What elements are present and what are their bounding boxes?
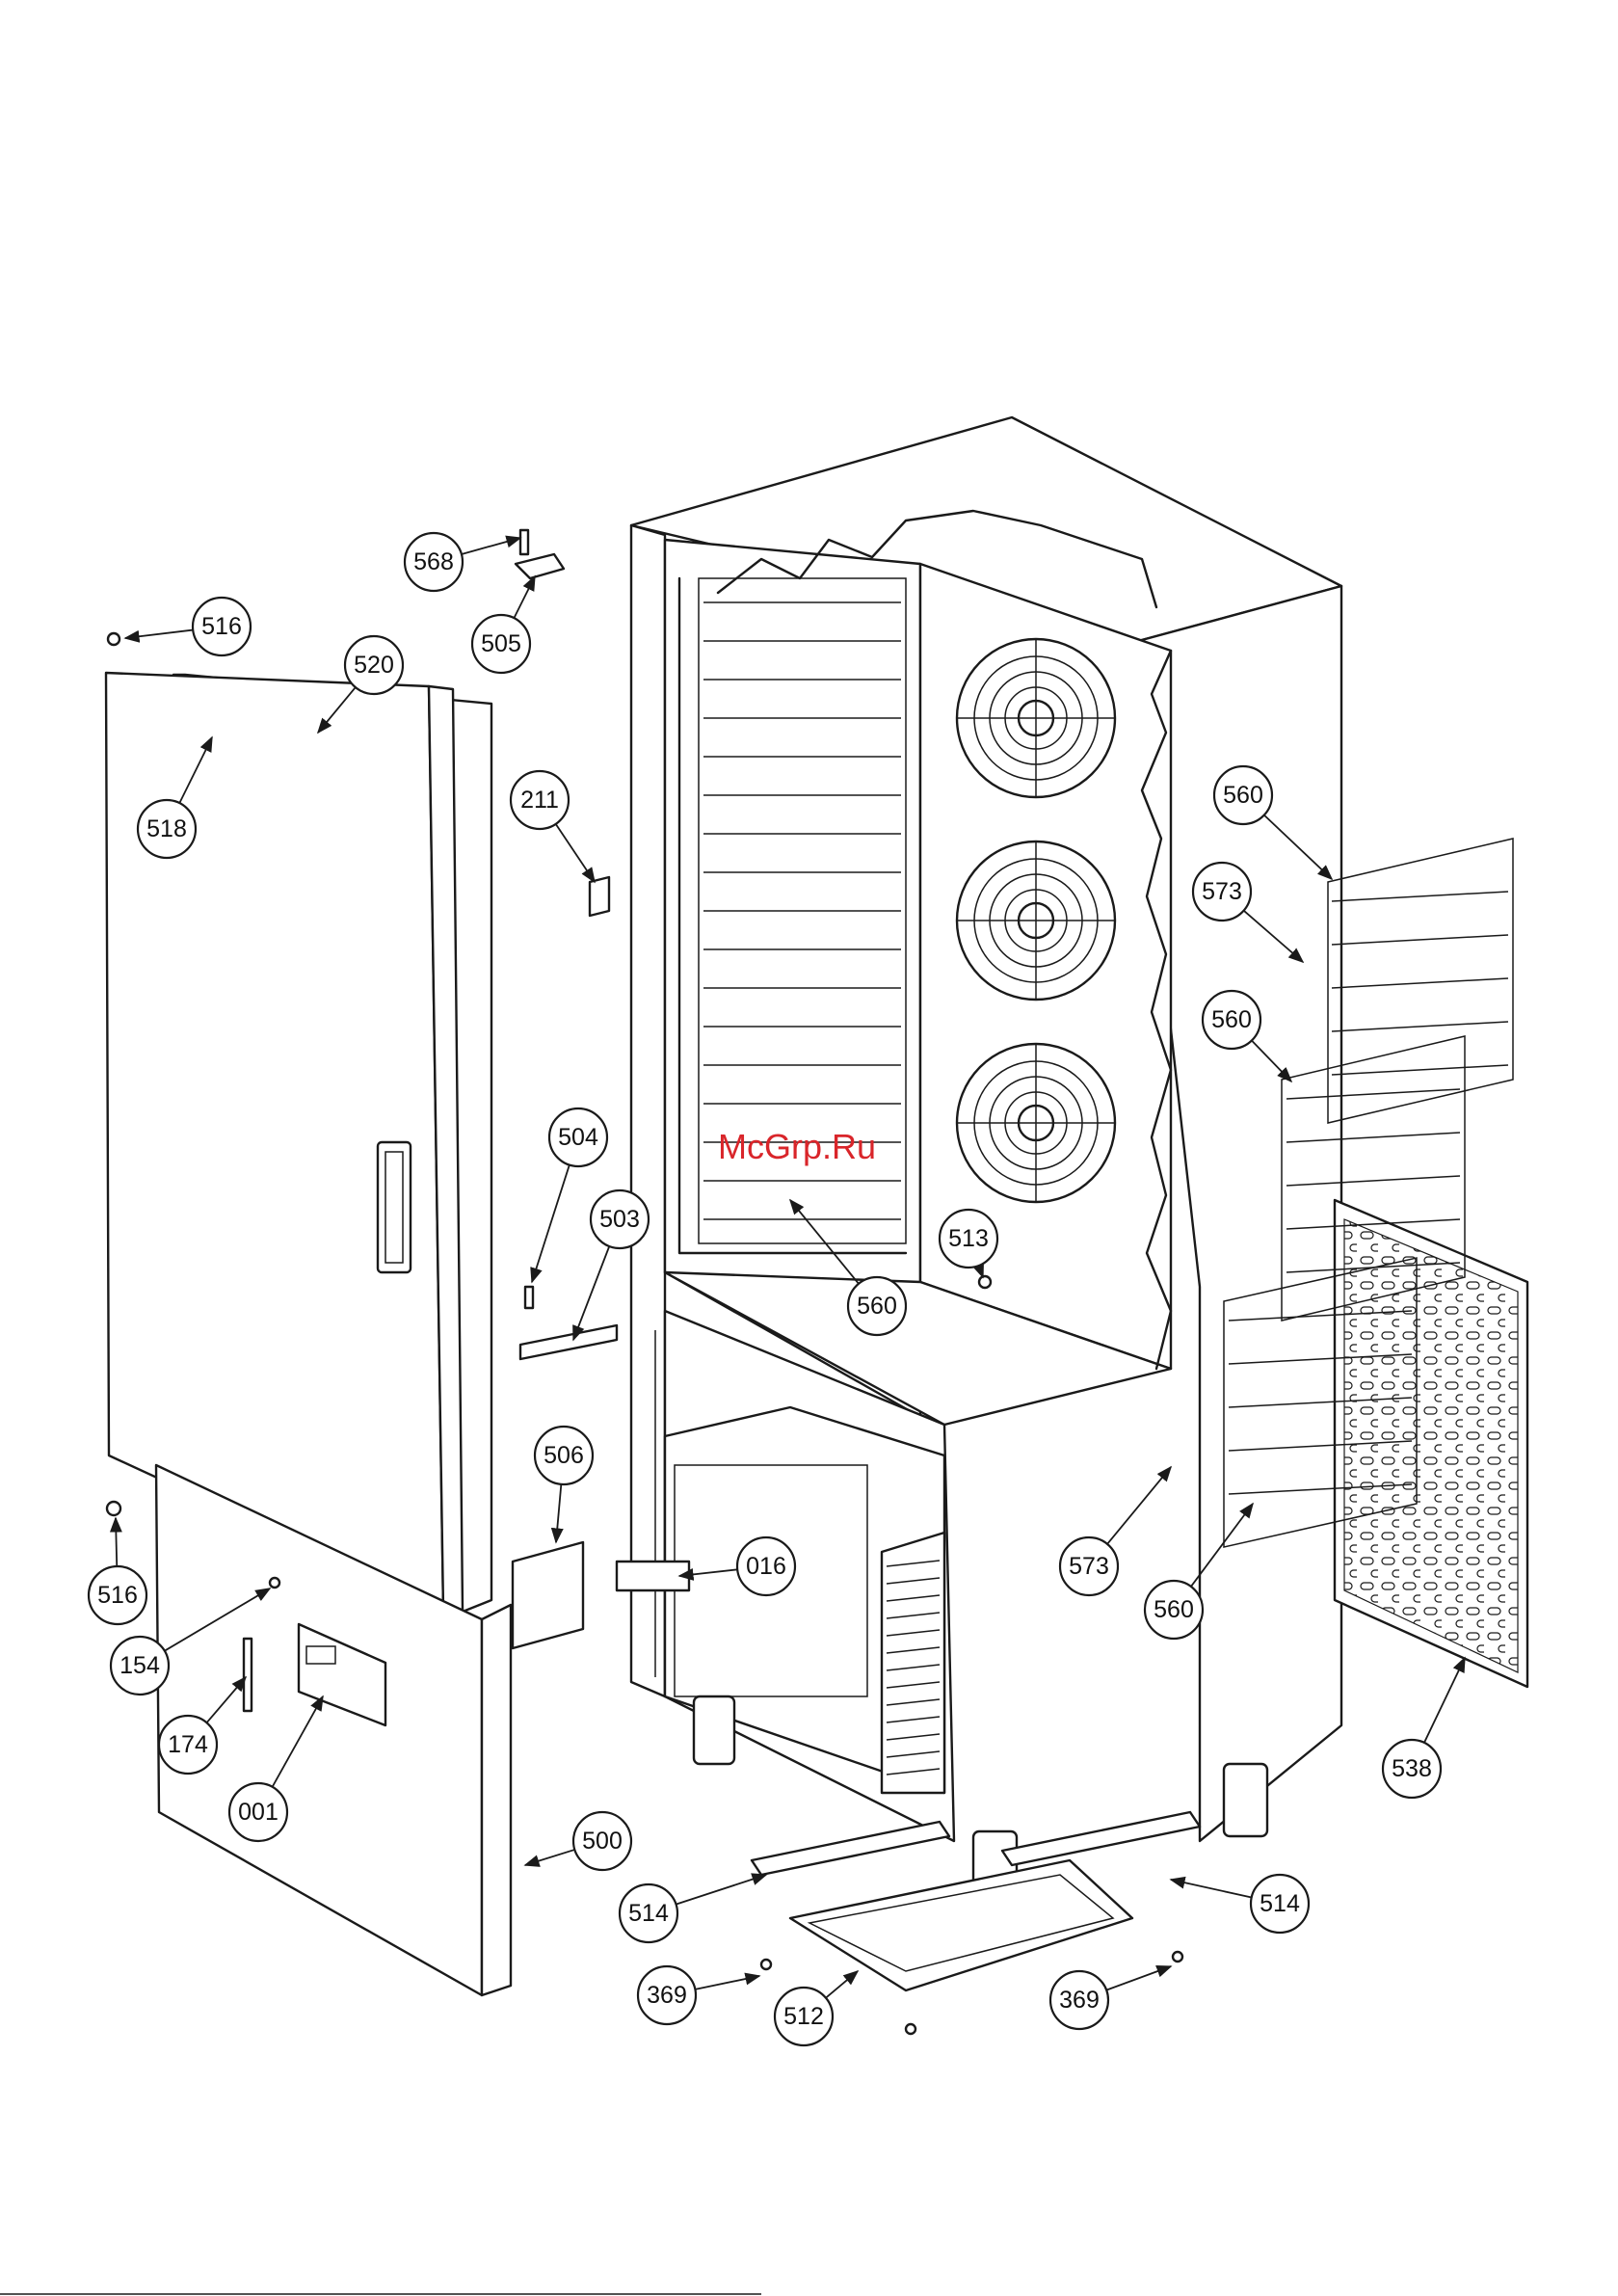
callout-number: 174: [168, 1731, 208, 1758]
screw-154: [270, 1578, 279, 1588]
callout-211: 211: [511, 771, 569, 829]
leader-line: [556, 1484, 561, 1542]
fan-icon: [957, 639, 1115, 797]
callout-number: 504: [558, 1124, 598, 1151]
callout-number: 513: [948, 1225, 989, 1252]
callout-number: 514: [1260, 1890, 1300, 1917]
plate-503: [520, 1325, 617, 1359]
callout-514: 514: [1251, 1875, 1309, 1933]
callout-number: 516: [201, 613, 242, 640]
rack-rung: [1332, 1022, 1508, 1031]
rack-rung: [1332, 935, 1508, 945]
leader-line: [125, 630, 193, 638]
callout-number: 518: [146, 815, 187, 842]
drain-513: [979, 1276, 991, 1288]
nut-516: [107, 1502, 120, 1515]
callout-573: 573: [1060, 1537, 1118, 1595]
screw: [906, 2024, 915, 2034]
callout-number: 538: [1392, 1755, 1432, 1782]
fan-icon: [957, 1044, 1115, 1202]
callout-369: 369: [638, 1966, 696, 2024]
callout-560: 560: [1214, 766, 1272, 824]
nut-516: [108, 633, 119, 645]
callout-number: 016: [746, 1553, 786, 1580]
rack-rung: [1332, 978, 1508, 988]
leader-line: [826, 1971, 858, 1998]
callout-number: 573: [1202, 878, 1242, 905]
callout-001: 001: [229, 1783, 287, 1841]
leader-line: [695, 1976, 759, 1989]
callout-number: 500: [582, 1828, 623, 1855]
callout-560: 560: [848, 1277, 906, 1335]
leader-line: [556, 824, 595, 882]
callout-number: 520: [354, 652, 394, 679]
callout-number: 369: [647, 1982, 687, 2009]
leader-line: [532, 1165, 570, 1282]
callout-512: 512: [775, 1988, 833, 2045]
callout-503: 503: [591, 1190, 649, 1248]
callout-number: 506: [544, 1442, 584, 1469]
callout-number: 514: [628, 1900, 669, 1927]
terminal-016: [617, 1562, 689, 1590]
rack-rung: [1332, 892, 1508, 901]
callout-number: 560: [1211, 1006, 1252, 1033]
leader-line: [525, 1850, 574, 1865]
bracket-505: [516, 554, 564, 578]
callout-number: 369: [1059, 1987, 1100, 2014]
pin-504: [525, 1287, 533, 1308]
callout-number: 560: [1223, 782, 1263, 809]
callout-560: 560: [1145, 1581, 1203, 1639]
callout-number: 560: [1154, 1596, 1194, 1623]
leader-line: [1171, 1880, 1252, 1898]
callout-369: 369: [1050, 1971, 1108, 2029]
callout-number: 568: [413, 548, 454, 575]
leader-line: [573, 1246, 609, 1340]
evaporator-fans: [957, 639, 1115, 1202]
foot-369: [1173, 1952, 1182, 1962]
screw-568: [520, 530, 528, 554]
callout-number: 001: [238, 1799, 279, 1826]
callout-number: 560: [857, 1293, 897, 1320]
callout-500: 500: [573, 1812, 631, 1870]
leader-line: [1424, 1658, 1465, 1743]
cover-506: [513, 1542, 583, 1648]
callout-568: 568: [405, 533, 463, 591]
callout-505: 505: [472, 615, 530, 673]
callout-number: 505: [481, 630, 521, 657]
leader-line: [462, 538, 520, 554]
callout-560: 560: [1203, 991, 1260, 1049]
callout-number: 516: [97, 1582, 138, 1609]
leader-line: [1106, 1966, 1171, 1990]
door-handle: [378, 1142, 411, 1272]
callout-number: 211: [520, 787, 559, 814]
callout-513: 513: [940, 1210, 997, 1268]
callout-514: 514: [620, 1884, 677, 1942]
watermark: McGrp.Ru: [718, 1127, 876, 1166]
callout-516: 516: [193, 598, 251, 655]
callout-number: 503: [599, 1206, 640, 1233]
callout-573: 573: [1193, 863, 1251, 921]
leader-line: [1107, 1467, 1171, 1544]
fan-icon: [957, 841, 1115, 1000]
callout-520: 520: [345, 636, 403, 694]
callout-174: 174: [159, 1716, 217, 1774]
callout-518: 518: [138, 800, 196, 858]
foot-369: [761, 1960, 771, 1969]
callout-number: 573: [1069, 1553, 1109, 1580]
callout-number: 512: [783, 2003, 824, 2030]
rack-rung: [1332, 1065, 1508, 1075]
hinge-211: [590, 877, 609, 916]
callout-016: 016: [737, 1537, 795, 1595]
callout-154: 154: [111, 1637, 169, 1695]
leader-line: [514, 576, 535, 618]
leader-line: [676, 1875, 766, 1905]
callout-504: 504: [549, 1108, 607, 1166]
callout-538: 538: [1383, 1740, 1441, 1798]
leader-line: [116, 1518, 117, 1566]
callout-516: 516: [89, 1566, 146, 1624]
probe-174: [244, 1639, 252, 1711]
callout-506: 506: [535, 1427, 593, 1484]
callout-number: 154: [119, 1652, 160, 1679]
